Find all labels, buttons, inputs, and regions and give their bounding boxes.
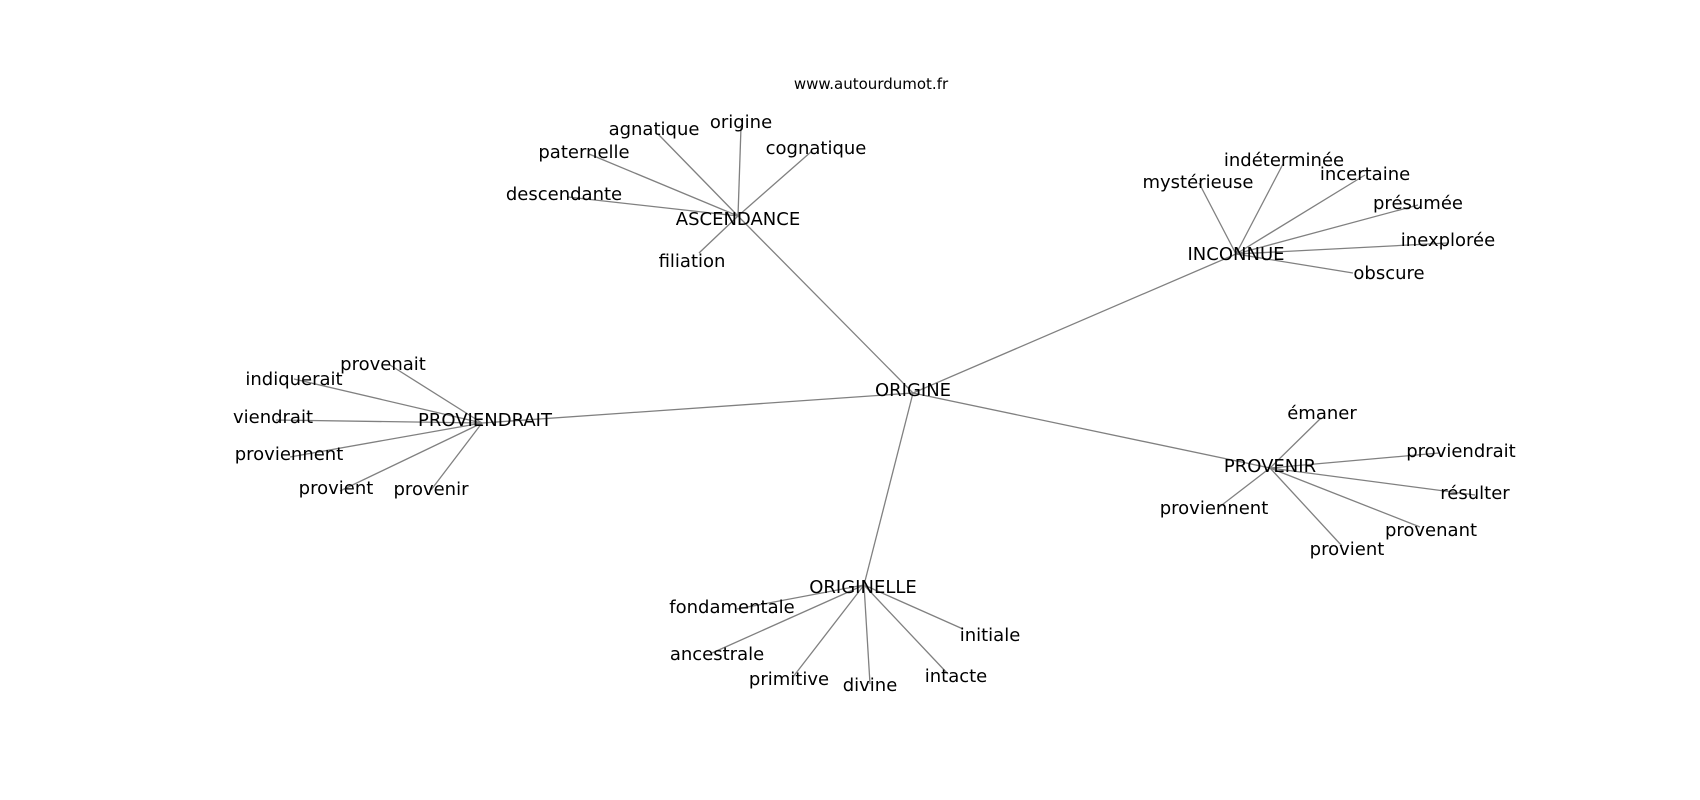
leaf-provient: provient bbox=[298, 478, 374, 499]
leaf-fondamentale: fondamentale bbox=[669, 597, 795, 618]
edge-hub-to-leaf bbox=[339, 422, 483, 492]
leaf-primitive: primitive bbox=[748, 669, 830, 690]
leaf-obscure: obscure bbox=[1353, 263, 1425, 284]
leaf-viendrait: viendrait bbox=[232, 407, 314, 428]
leaf-initiale: initiale bbox=[959, 625, 1021, 646]
leaf-filiation: filiation bbox=[658, 251, 726, 272]
leaf-proviennent: proviennent bbox=[1159, 498, 1269, 519]
edge-hub-to-leaf bbox=[1269, 467, 1343, 547]
edge-center-to-hub bbox=[737, 215, 914, 394]
leaf-indeterminee: indéterminée bbox=[1223, 150, 1345, 171]
edge-hub-to-leaf bbox=[1269, 417, 1322, 469]
edge-hub-to-leaf bbox=[389, 364, 483, 424]
leaf-proviendrait: proviendrait bbox=[1406, 441, 1516, 462]
edge-center-to-hub bbox=[481, 392, 914, 424]
leaf-provenir: provenir bbox=[393, 479, 469, 500]
leaf-resulter: résulter bbox=[1440, 483, 1510, 504]
edge-hub-to-leaf bbox=[863, 584, 964, 630]
leaf-inexploree: inexplorée bbox=[1400, 230, 1496, 251]
hub-ascendance: ASCENDANCE bbox=[675, 209, 801, 230]
edge-hub-to-leaf bbox=[736, 584, 865, 610]
hub-originelle: ORIGINELLE bbox=[809, 577, 917, 598]
leaf-intacte: intacte bbox=[924, 666, 988, 687]
hub-inconnue: INCONNUE bbox=[1187, 244, 1285, 265]
edge-hub-to-leaf bbox=[1235, 174, 1366, 255]
edge-hub-to-leaf bbox=[711, 584, 865, 654]
edge-center-to-hub bbox=[912, 392, 1271, 469]
leaf-provient: provient bbox=[1309, 539, 1385, 560]
leaf-ancestrale: ancestrale bbox=[669, 644, 765, 665]
leaf-proviennent: proviennent bbox=[234, 444, 344, 465]
edge-hub-to-leaf bbox=[863, 584, 871, 685]
leaf-provenait: provenait bbox=[340, 354, 426, 375]
edge-center-to-hub bbox=[912, 253, 1237, 394]
edge-hub-to-leaf bbox=[657, 133, 739, 217]
edge-hub-to-leaf bbox=[1217, 467, 1271, 509]
leaf-mysterieuse: mystérieuse bbox=[1142, 172, 1254, 193]
edge-hub-to-leaf bbox=[1235, 253, 1354, 274]
edge-hub-to-leaf bbox=[567, 196, 739, 217]
edge-hub-to-leaf bbox=[293, 378, 483, 424]
edge-hub-to-leaf bbox=[588, 153, 739, 217]
edge-hub-to-leaf bbox=[1269, 452, 1440, 469]
leaf-provenant: provenant bbox=[1384, 520, 1478, 541]
leaf-indiquerait: indiquerait bbox=[245, 369, 343, 390]
edge-hub-to-leaf bbox=[275, 419, 483, 424]
edge-hub-to-leaf bbox=[289, 422, 483, 458]
edge-hub-to-leaf bbox=[1235, 242, 1449, 255]
edge-hub-to-leaf bbox=[737, 126, 742, 217]
leaf-paternelle: paternelle bbox=[538, 142, 630, 163]
edge-center-to-hub bbox=[863, 392, 914, 586]
edge-hub-to-leaf bbox=[1269, 467, 1421, 528]
edge-hub-to-leaf bbox=[863, 584, 949, 675]
leaf-descendante: descendante bbox=[505, 184, 623, 205]
edge-hub-to-leaf bbox=[792, 584, 865, 678]
edge-hub-to-leaf bbox=[1235, 163, 1284, 255]
leaf-incertaine: incertaine bbox=[1319, 164, 1411, 185]
edge-hub-to-leaf bbox=[698, 215, 739, 254]
leaf-agnatique: agnatique bbox=[608, 119, 700, 140]
leaf-cognatique: cognatique bbox=[765, 138, 867, 159]
edge-hub-to-leaf bbox=[1235, 204, 1419, 255]
edge-hub-to-leaf bbox=[737, 150, 813, 217]
source-url: www.autourdumot.fr bbox=[793, 75, 949, 93]
leaf-origine: origine bbox=[709, 112, 773, 133]
edge-hub-to-leaf bbox=[1198, 182, 1237, 255]
leaf-emaner: émaner bbox=[1287, 403, 1357, 424]
hub-provenir: PROVENIR bbox=[1223, 456, 1317, 477]
edge-hub-to-leaf bbox=[430, 422, 483, 491]
center-node-origine: ORIGINE bbox=[874, 380, 952, 401]
hub-proviendrait: PROVIENDRAIT bbox=[418, 410, 552, 431]
leaf-divine: divine bbox=[842, 675, 898, 696]
edge-hub-to-leaf bbox=[1269, 467, 1476, 496]
leaf-presumee: présumée bbox=[1373, 193, 1463, 214]
